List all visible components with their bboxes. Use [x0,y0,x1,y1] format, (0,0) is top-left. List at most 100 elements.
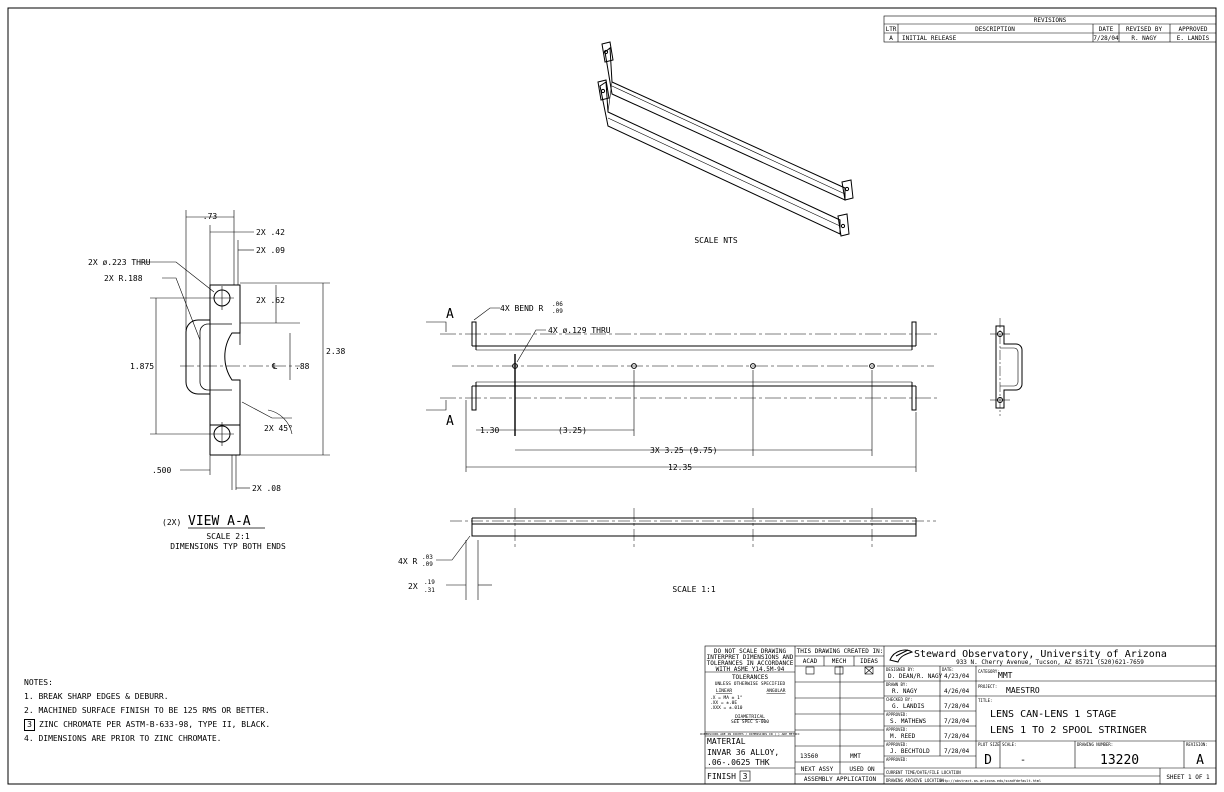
tol-line-3: .XXX = ±.010 [710,705,743,711]
tol-angular: ANGULAR [767,688,786,694]
category-label: CATEGORY: [978,669,1000,674]
note-4-text: DIMENSIONS ARE PRIOR TO ZINC CHROMATE. [38,734,222,743]
current-location-label: CURRENT TIME/DATE/FILE LOCATION [886,770,961,775]
front-view-centerlines [440,333,940,399]
dnsd-line-2: INTERPRET DIMENSIONS AND [707,654,794,661]
archive-url: http://abstract.as.arizona.edu/scadfdefa… [940,779,1041,783]
t2x-top: .19 [424,579,435,586]
rev-col-ltr: LTR [886,26,897,33]
dim-130: 1.30 [480,426,499,435]
next-assy-label: NEXT ASSY [801,766,834,773]
r4x-bot: .09 [422,561,433,568]
dim-hole-223: 2X ø.223 THRU [88,258,151,267]
tolerances-sub: UNLESS OTHERWISE SPECIFIED [715,681,786,687]
tol-see-spec: SEE SPEC S-000 [731,719,769,725]
rev-col-date: DATE [1099,26,1114,33]
bend-bot: .09 [552,308,563,315]
front-view-dimensions [426,307,917,472]
approved-label-4: APPROVED: [886,757,908,762]
rev-col-description: DESCRIPTION [975,26,1015,33]
main-scale-label: SCALE 1:1 [672,585,716,594]
material-line-1: INVAR 36 ALLOY, [707,748,779,757]
project: MAESTRO [1006,686,1040,695]
title-block-grid [704,645,1217,785]
rev-row-ltr: A [889,35,893,42]
used-on-label: USED ON [849,766,875,773]
dim-45-deg: 2X 45° [264,424,293,433]
drawing-number: 13220 [1100,753,1139,768]
acad-checkbox [805,666,815,675]
notes-title: NOTES: [24,678,53,687]
rev-row-revised-by: R. NAGY [1131,35,1157,42]
approved-label-1: APPROVED: [886,712,908,717]
cad-ideas: IDEAS [860,658,878,665]
cad-acad: ACAD [803,658,818,665]
project-label: PROJECT: [978,684,997,689]
dnsd-line-1: DO NOT SCALE DRAWING [714,648,787,655]
centerline-symbol: ℄ [271,362,278,371]
t2x-label: 2X [408,582,418,591]
approved-3: J. BECHTOLD [890,748,930,755]
dim-1235: 12.35 [668,463,692,472]
title-label: TITLE: [978,698,992,703]
title-line-2: LENS 1 TO 2 SPOOL STRINGER [990,725,1148,736]
iso-scale-label: SCALE NTS [694,236,738,245]
dim-r188: 2X R.188 [104,274,143,283]
plot-size-label: PLOT SIZE [978,742,1000,747]
note-1-num: 1. [24,692,34,701]
note-3-text: ZINC CHROMATE PER ASTM-B-633-98, TYPE II… [39,720,271,729]
note-4-num: 4. [24,734,34,743]
archive-label: DRAWING ARCHIVE LOCATION [886,778,944,783]
dim-73: .73 [203,212,218,221]
ideas-check-mark [864,666,874,675]
dim-1875: 1.875 [130,362,154,371]
dim-325-ref: (3.25) [558,426,587,435]
ideas-checkbox [864,666,874,675]
revision: A [1196,753,1204,768]
material-line-2: .06-.0625 THK [707,758,770,767]
approved-1: S. MATHEWS [890,718,927,725]
dim-units-note: DIMENSIONS ARE IN INCHES / DIMENSIONS IN… [700,732,800,736]
scale-value: - [1020,755,1026,766]
tol-linear: LINEAR [716,688,733,694]
approved-label-2: APPROVED: [886,727,908,732]
approved-2: M. REED [890,733,916,740]
dim-3x-325: 3X 3.25 (9.75) [650,446,717,455]
dim-2x-08: 2X .08 [252,484,281,493]
section-title: VIEW A-A [188,514,251,529]
material-label: MATERIAL [707,737,746,746]
checked-by: G. LANDIS [892,703,925,710]
approved-3-date: 7/28/04 [944,748,970,755]
dim-88: .88 [295,362,310,371]
dim-2x-09: 2X .09 [256,246,285,255]
title-line-1: LENS CAN-LENS 1 STAGE [990,709,1116,720]
rev-row-date: 7/28/04 [1093,35,1119,42]
note-2-num: 2. [24,706,34,715]
note-1: 1. BREAK SHARP EDGES & DEBURR. [24,690,270,704]
checked-by-label: CHECKED BY: [886,697,913,702]
dim-238: 2.38 [326,347,345,356]
checked-date: 7/28/04 [944,703,970,710]
approved-1-date: 7/28/04 [944,718,970,725]
steward-logo [889,649,914,663]
finish-num: 3 [743,772,748,781]
isometric-view [597,41,854,237]
bend-top: .06 [552,301,563,308]
plot-size: D [984,753,992,768]
scale-label: SCALE: [1002,742,1016,747]
section-view [185,284,241,456]
sheet-border [7,7,1217,785]
note-1-text: BREAK SHARP EDGES & DEBURR. [38,692,169,701]
revisions-table [883,15,1217,43]
drawn-date: 4/26/04 [944,688,970,695]
tol-diametral: DIAMETRICAL [735,714,765,720]
dim-500: .500 [152,466,171,475]
cad-mech: MECH [832,658,847,665]
section-marker-top: A [446,307,454,322]
dim-2x-42: 2X .42 [256,228,285,237]
note-2-text: MACHINED SURFACE FINISH TO BE 125 RMS OR… [38,706,270,715]
tolerances-title: TOLERANCES [732,674,769,681]
org-name: Steward Observatory, University of Arizo… [914,649,1167,660]
rev-col-revised-by: REVISED BY [1126,26,1163,33]
